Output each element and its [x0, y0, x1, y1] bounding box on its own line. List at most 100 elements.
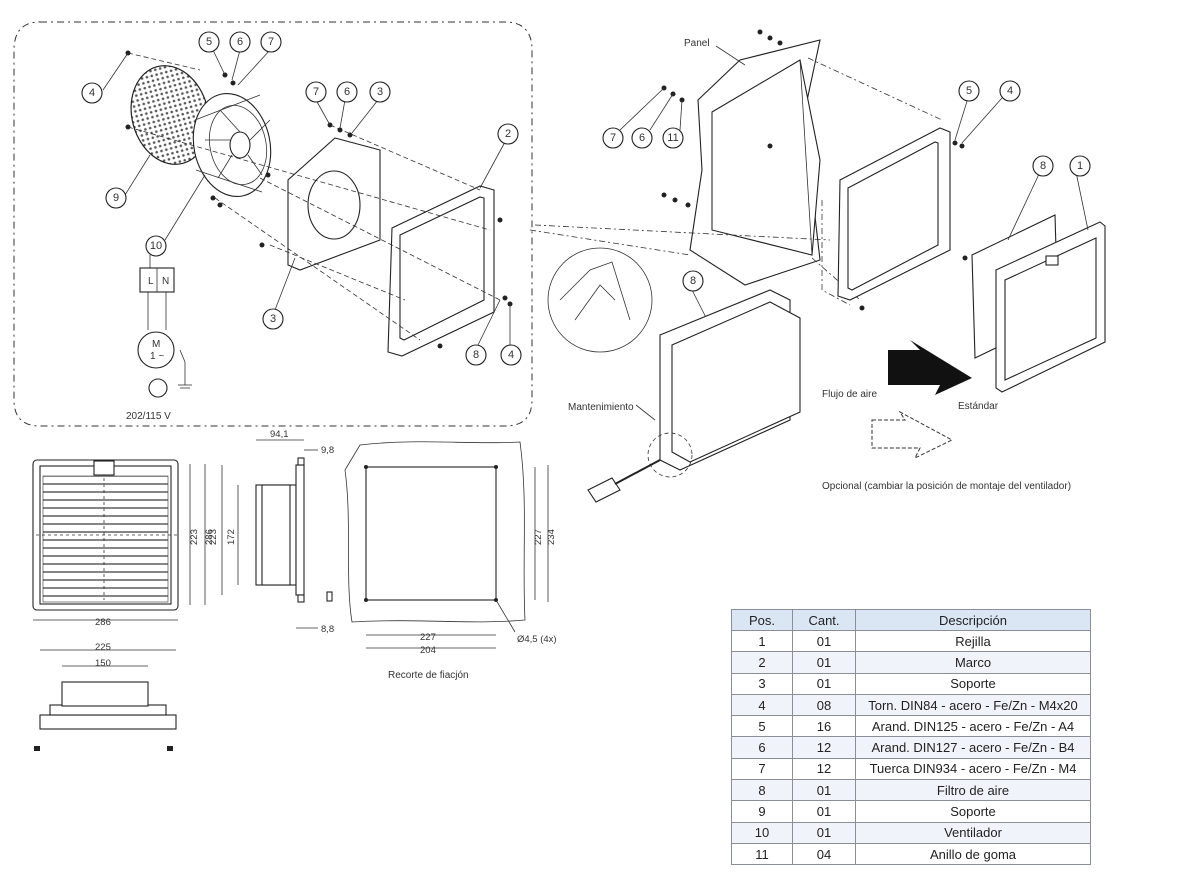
- left-exploded-view: L N M 1 ~ 202/115 V: [13, 21, 533, 427]
- dim-side-height: 172: [226, 529, 237, 545]
- mantenimiento-label: Mantenimiento: [568, 402, 634, 413]
- svg-text:8: 8: [473, 349, 479, 361]
- callout-4a: 4: [81, 82, 103, 104]
- cell-pos: 9: [731, 800, 793, 823]
- callout-6a: 6: [229, 31, 251, 53]
- panel-label: Panel: [684, 38, 710, 49]
- explode-lines: [127, 52, 501, 341]
- callout-7b: 7: [305, 81, 327, 103]
- cell-pos: 11: [731, 842, 793, 866]
- dim-side-h-outer: 223: [208, 529, 219, 545]
- dim-hole: Ø4,5 (4x): [517, 634, 557, 645]
- svg-text:3: 3: [270, 313, 276, 325]
- svg-text:6: 6: [344, 86, 350, 98]
- dim-front-h-inner: 223: [189, 529, 200, 545]
- callout-11: 11: [662, 127, 684, 149]
- callout-7c: 7: [602, 127, 624, 149]
- cell-pos: 10: [731, 821, 793, 844]
- cell-cant: 01: [792, 800, 856, 823]
- cell-cant: 08: [792, 693, 856, 717]
- dim-cutout-h: 227: [533, 529, 544, 545]
- svg-text:7: 7: [610, 132, 616, 144]
- cell-pos: 4: [731, 693, 793, 717]
- callout-2: 2: [497, 123, 519, 145]
- svg-text:4: 4: [89, 87, 95, 99]
- callout-3a: 3: [369, 81, 391, 103]
- cell-cant: 12: [792, 736, 856, 759]
- panel: [689, 39, 821, 286]
- callout-6b: 6: [336, 81, 358, 103]
- terminal-n: N: [162, 276, 169, 287]
- svg-text:9: 9: [113, 192, 119, 204]
- callout-4b: 4: [500, 344, 522, 366]
- svg-text:4: 4: [1007, 85, 1013, 97]
- svg-text:2: 2: [505, 128, 511, 140]
- cell-desc: Anillo de goma: [855, 842, 1091, 866]
- callout-8c: 8: [682, 270, 704, 292]
- cell-desc: Soporte: [855, 800, 1091, 823]
- motor-m: M: [152, 339, 160, 350]
- opcional-label: Opcional (cambiar la posición de montaje…: [822, 481, 1071, 492]
- header-pos: Pos.: [731, 609, 793, 631]
- terminal-l: L: [148, 276, 154, 287]
- cell-desc: Soporte: [855, 672, 1091, 695]
- maintenance-detail: [547, 247, 801, 503]
- svg-text:10: 10: [150, 240, 162, 252]
- cell-cant: 01: [792, 821, 856, 844]
- cell-pos: 1: [731, 629, 793, 653]
- dim-side-bottom: 8,8: [321, 624, 334, 635]
- cell-pos: 7: [731, 757, 793, 781]
- callout-8a: 8: [465, 344, 487, 366]
- cell-cant: 01: [792, 629, 856, 653]
- cell-cant: 04: [792, 842, 856, 866]
- svg-text:11: 11: [667, 132, 678, 144]
- callout-7a: 7: [260, 31, 282, 53]
- cell-cant: 16: [792, 715, 856, 738]
- dim-bottom-inner: 150: [95, 658, 111, 669]
- callout-4c: 4: [999, 80, 1021, 102]
- dim-cutout-w: 227: [420, 632, 436, 643]
- dim-side-flange: 9,8: [321, 445, 334, 456]
- cell-desc: Tuerca DIN934 - acero - Fe/Zn - M4: [855, 757, 1091, 781]
- estandar-label: Estándar: [958, 401, 999, 412]
- table-header-row: Pos. Cant. Descripción: [731, 609, 1091, 631]
- wiring: L N M 1 ~ 202/115 V: [126, 255, 192, 422]
- callout-9: 9: [105, 187, 127, 209]
- cell-desc: Torn. DIN84 - acero - Fe/Zn - M4x20: [855, 693, 1091, 717]
- recorte-label: Recorte de fiacjón: [388, 670, 469, 681]
- cutout-view: 227 204 227 234 Ø4,5 (4x) Recorte de fia…: [344, 441, 557, 681]
- svg-text:3: 3: [377, 86, 383, 98]
- cell-cant: 01: [792, 779, 856, 802]
- callout-6c: 6: [631, 127, 653, 149]
- cell-pos: 2: [731, 651, 793, 674]
- cell-desc: Arand. DIN127 - acero - Fe/Zn - B4: [855, 736, 1091, 759]
- side-view: 94,1 9,8 223 172 8,8: [208, 429, 334, 635]
- callout-5b: 5: [958, 80, 980, 102]
- svg-text:8: 8: [1040, 160, 1046, 172]
- grille: [995, 221, 1106, 393]
- bottom-view: 225 150: [34, 642, 177, 751]
- cell-desc: Rejilla: [855, 629, 1091, 653]
- svg-text:5: 5: [206, 36, 212, 48]
- dim-cutout-w-inner: 204: [420, 645, 436, 656]
- flujo-aire-label: Flujo de aire: [822, 389, 877, 400]
- cell-desc: Filtro de aire: [855, 779, 1091, 802]
- airflow-arrows: [871, 340, 972, 460]
- callout-5a: 5: [198, 31, 220, 53]
- motor-phase: 1 ~: [150, 351, 164, 362]
- fan-frame: [837, 127, 951, 301]
- svg-text:5: 5: [966, 85, 972, 97]
- cell-cant: 01: [792, 651, 856, 674]
- callout-10: 10: [145, 235, 167, 257]
- header-cant: Cant.: [792, 609, 856, 631]
- cell-cant: 01: [792, 672, 856, 695]
- dim-front-width: 286: [95, 617, 111, 628]
- callout-1: 1: [1069, 155, 1091, 177]
